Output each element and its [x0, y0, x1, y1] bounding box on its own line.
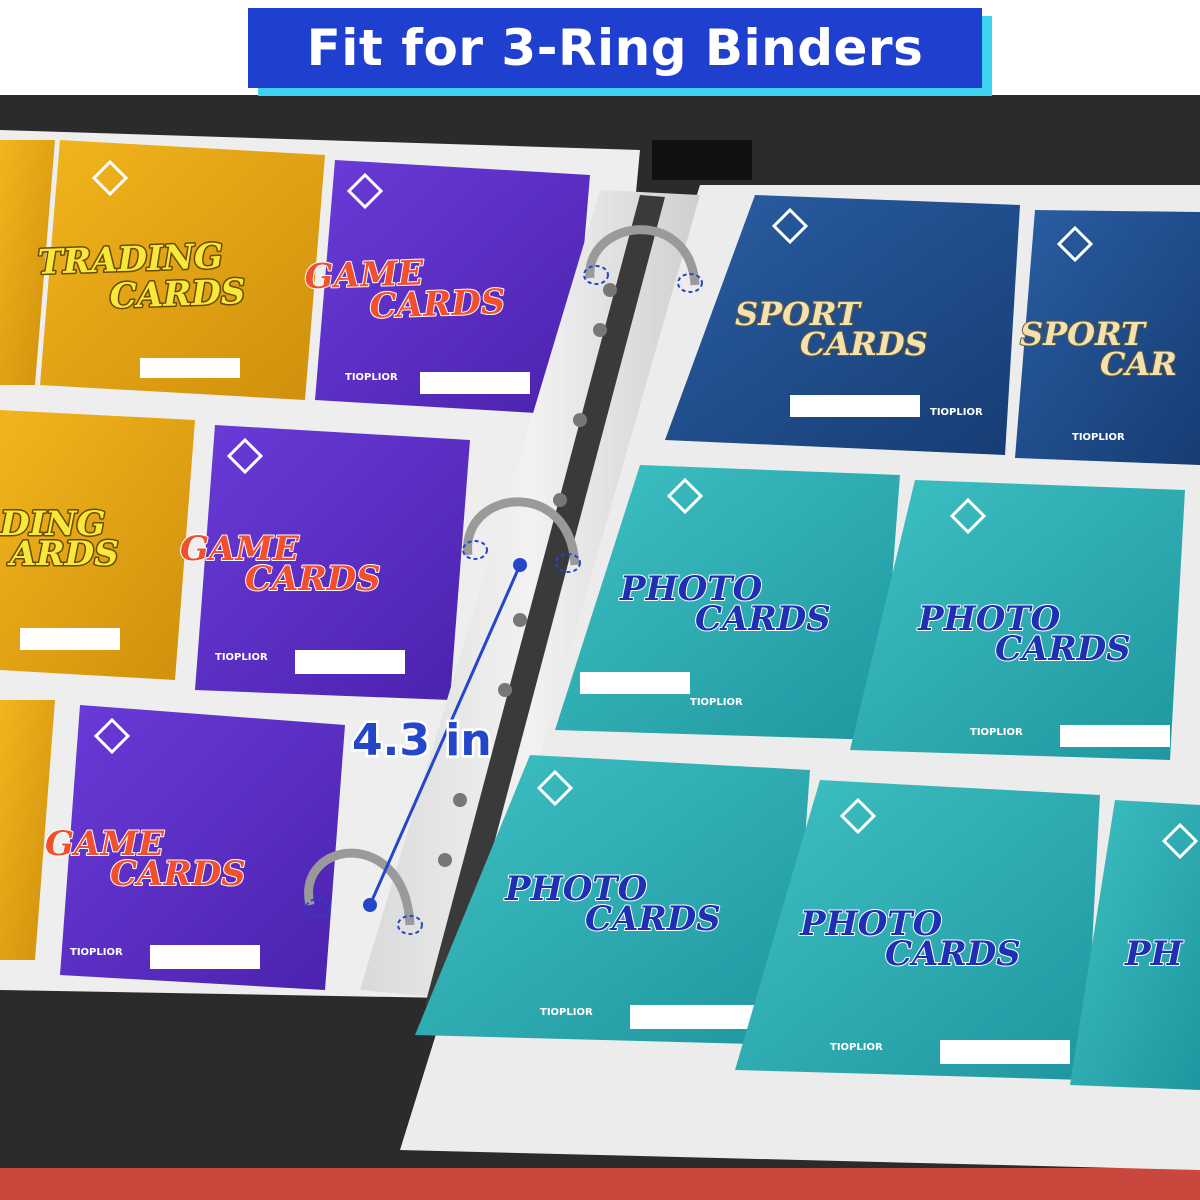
card-photo-1-line1: PHOTO [619, 569, 763, 609]
card-trading-mid-partial: DING ARDS [0, 410, 195, 680]
card-sport-2-partial: SPORT CAR TIOPLIOR [1015, 210, 1200, 465]
card-photo-2: PHOTO CARDS TIOPLIOR [850, 480, 1185, 760]
card-sport-1: SPORT CARDS TIOPLIOR [665, 195, 1020, 455]
binder-ring-top [585, 225, 700, 286]
card-trading-top-partial [0, 140, 55, 385]
card-game-top: GAME CARDS TIOPLIOR [303, 160, 590, 415]
card-photo-5-partial: PH [1070, 800, 1200, 1090]
binder-red-edge [0, 1168, 1200, 1200]
punch-holes [438, 283, 617, 867]
card-logo-icon [91, 159, 129, 197]
card-brand: TIOPLIOR [1072, 432, 1125, 443]
title-banner: Fit for 3-Ring Binders [248, 8, 992, 96]
card-game-top-line1: GAME [304, 253, 425, 297]
card-trading-line1: TRADING [37, 236, 224, 282]
title-banner-main: Fit for 3-Ring Binders [248, 8, 982, 88]
ring-hole-markers [305, 265, 703, 935]
binder-spine-leather [425, 195, 665, 1010]
card-logo-icon [93, 717, 131, 755]
binder-spine-strip [360, 190, 700, 1000]
card-brand: TIOPLIOR [970, 727, 1023, 738]
binder-ring-bottom [304, 848, 415, 926]
card-logo-icon [1161, 822, 1199, 860]
card-brand: TIOPLIOR [215, 652, 268, 663]
card-brand: TIOPLIOR [345, 372, 398, 383]
card-trading-line2: CARDS [109, 272, 246, 317]
card-photo-3-line1: PHOTO [504, 869, 648, 909]
card-logo-icon [536, 769, 574, 807]
card-game-mid: GAME CARDS TIOPLIOR [179, 425, 470, 700]
card-brand: TIOPLIOR [930, 407, 983, 418]
card-sport-1-line1: SPORT [735, 295, 862, 333]
card-sport-1-line2: CARDS [800, 325, 928, 363]
card-photo-2-line2: CARDS [995, 629, 1131, 669]
card-trading-top: TRADING CARDS [35, 140, 325, 400]
card-photo-1-line2: CARDS [695, 599, 831, 639]
measurement-dot-top [513, 558, 527, 572]
card-sport-2-line2: CAR [1100, 345, 1177, 383]
card-photo-4-line1: PHOTO [799, 904, 943, 944]
card-sport-2-line1: SPORT [1020, 315, 1147, 353]
card-photo-4: PHOTO CARDS TIOPLIOR [735, 780, 1100, 1080]
measurement-dot-bottom [363, 898, 377, 912]
measurement-line [368, 564, 522, 906]
binder-rings [304, 225, 700, 926]
card-photo-2-line1: PHOTO [917, 599, 1061, 639]
banner-title: Fit for 3-Ring Binders [306, 19, 924, 77]
card-trading-low-partial [0, 700, 55, 960]
card-photo-5-line1: PH [1124, 934, 1185, 974]
card-brand: TIOPLIOR [690, 697, 743, 708]
card-brand: TIOPLIOR [70, 947, 123, 958]
card-game-low-line2: CARDS [110, 854, 246, 894]
card-logo-icons [91, 159, 1199, 860]
card-game-low-line1: GAME [45, 824, 165, 864]
card-logo-icon [771, 207, 809, 245]
binder-ring-middle [463, 497, 580, 566]
card-game-mid-line1: GAME [180, 529, 300, 569]
card-game-top-line2: CARDS [369, 282, 506, 327]
card-photo-4-line2: CARDS [885, 934, 1021, 974]
card-logo-icon [666, 477, 704, 515]
card-brand: TIOPLIOR [830, 1042, 883, 1053]
card-photo-1: PHOTO CARDS TIOPLIOR [555, 465, 900, 740]
card-game-mid-line2: CARDS [245, 559, 381, 599]
binder-elastic-strap [652, 140, 752, 180]
card-logo-icon [346, 172, 384, 210]
card-game-low: GAME CARDS TIOPLIOR [44, 705, 345, 990]
card-photo-3-line2: CARDS [585, 899, 721, 939]
card-logo-icon [839, 797, 877, 835]
card-trading-partial-line1: DING [0, 504, 106, 544]
card-logo-icon [1056, 225, 1094, 263]
card-trading-partial-line2: ARDS [7, 534, 119, 574]
card-logo-icon [949, 497, 987, 535]
card-logo-icon [226, 437, 264, 475]
card-photo-3: PHOTO CARDS TIOPLIOR [415, 755, 810, 1045]
card-brand: TIOPLIOR [540, 1007, 593, 1018]
measurement-label: 4.3 in [352, 715, 492, 766]
